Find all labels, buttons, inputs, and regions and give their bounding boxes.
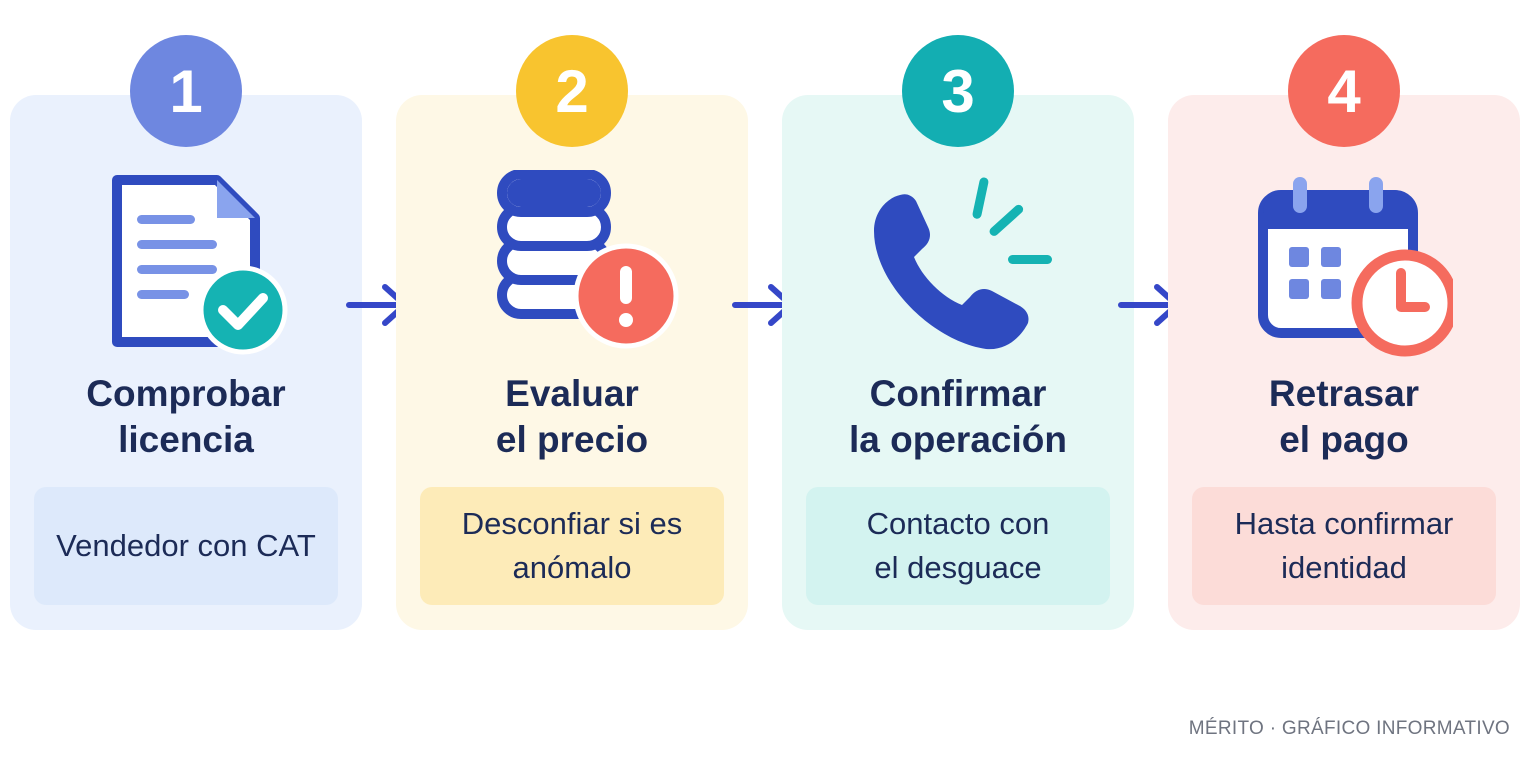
- step-title: Evaluar el precio: [495, 373, 649, 460]
- step-card-1: 1 Comprobar licencia Vendedor con CAT: [10, 35, 362, 630]
- step-card-3: 3 Confirmar la operación Contacto con el…: [782, 35, 1134, 630]
- phone-call-icon: [874, 177, 1052, 350]
- credit-footer: MÉRITO · GRÁFICO INFORMATIVO: [1188, 718, 1510, 739]
- step-note: Hasta confirmar identidad: [1192, 487, 1496, 605]
- coins-alert-icon: [497, 170, 679, 349]
- step-title: Retrasar el pago: [1268, 373, 1420, 460]
- step-title: Confirmar la operación: [849, 373, 1067, 460]
- step-note: Vendedor con CAT: [34, 487, 338, 605]
- calendar-clock-icon: [1258, 177, 1453, 357]
- step-card-2: 2 Evaluar el precio Desconfiar si es anó…: [396, 35, 748, 630]
- step-number-badge: 4: [1288, 35, 1400, 147]
- step-card-4: 4 Retrasar el pago Hasta confirmar ident…: [1168, 35, 1520, 630]
- document-check-icon: [112, 175, 288, 355]
- step-title: Comprobar licencia: [86, 373, 286, 460]
- step-number-badge: 2: [516, 35, 628, 147]
- step-note: Contacto con el desguace: [806, 487, 1110, 605]
- step-number-badge: 3: [902, 35, 1014, 147]
- step-number-badge: 1: [130, 35, 242, 147]
- step-note: Desconfiar si es anómalo: [420, 487, 724, 605]
